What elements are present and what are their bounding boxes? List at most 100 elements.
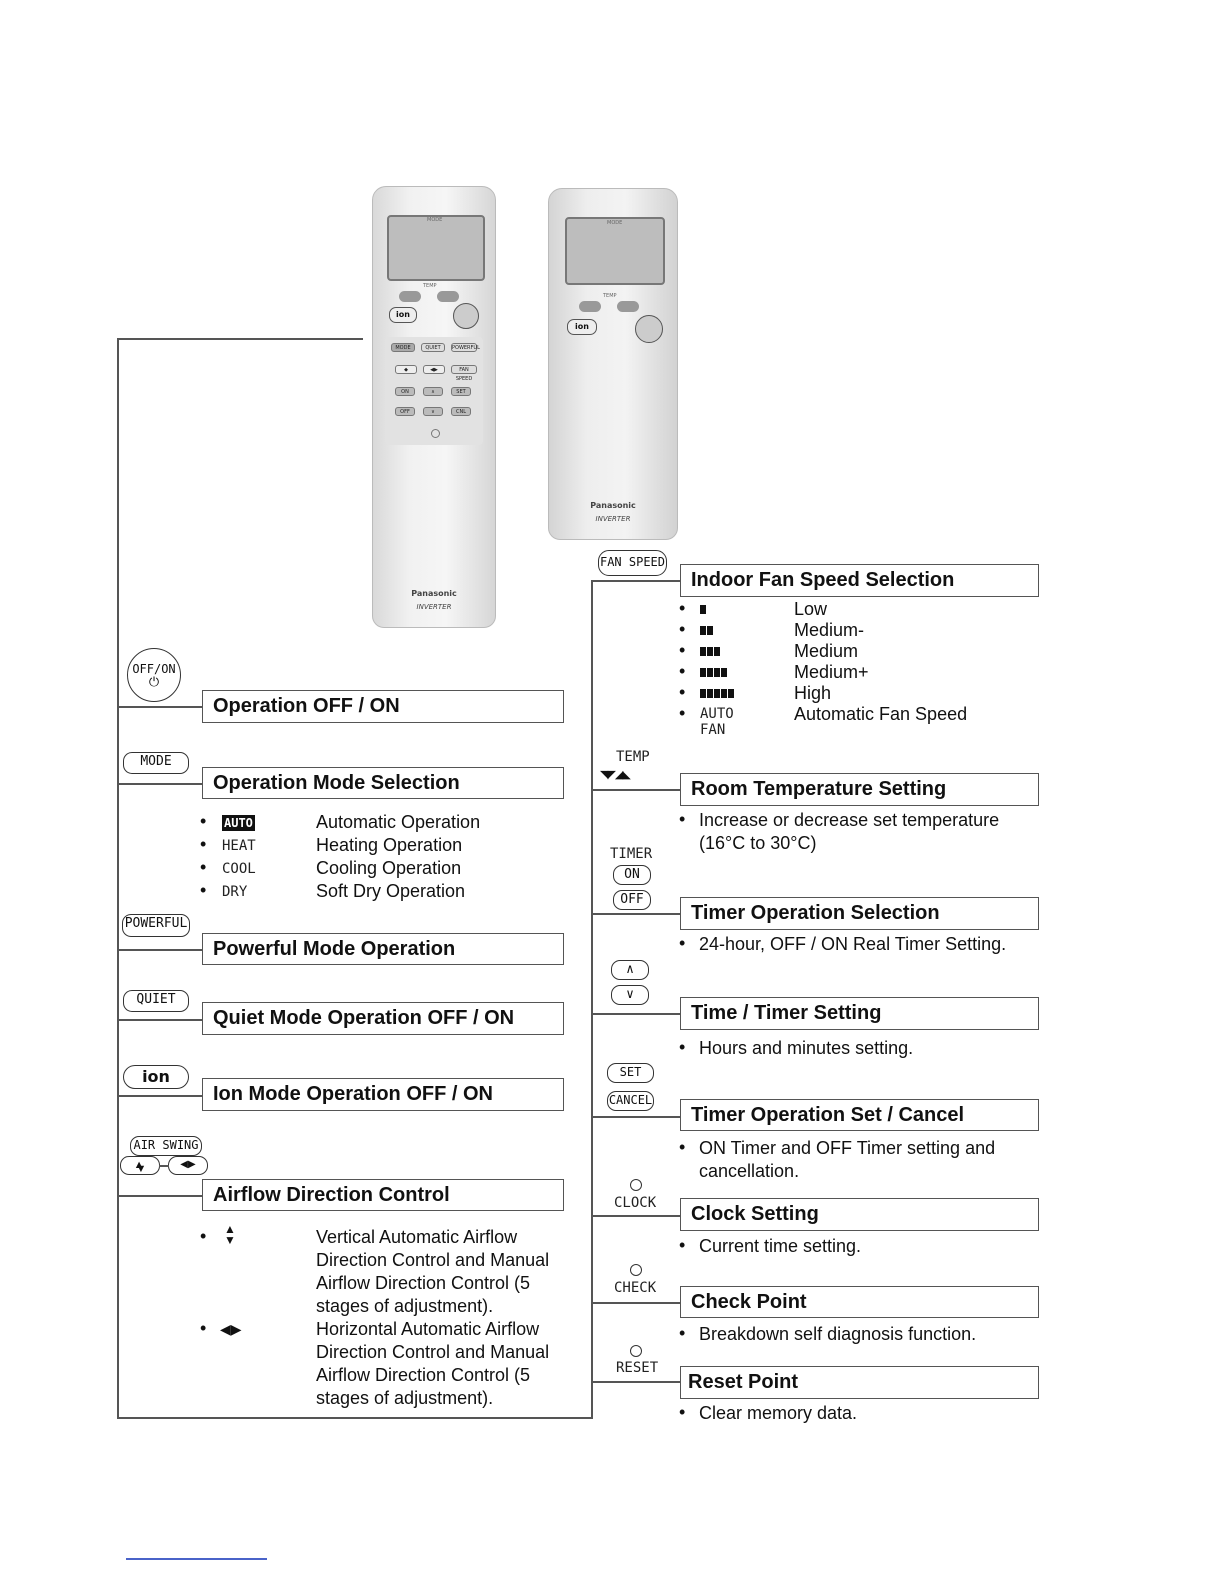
offon-button-icon: OFF/ON ⏻ xyxy=(127,648,181,702)
temp-up-button[interactable] xyxy=(617,301,639,312)
fan-speed-bars-1-icon xyxy=(700,601,707,619)
mode-item-label: Cooling Operation xyxy=(316,858,462,878)
clock-button-icon xyxy=(630,1179,642,1191)
bullet: • xyxy=(200,1318,207,1338)
section-title-airflow: Airflow Direction Control xyxy=(202,1179,564,1211)
bullet: • xyxy=(679,1037,686,1057)
section-title-setcancel: Timer Operation Set / Cancel xyxy=(680,1099,1039,1131)
section-title-timer: Timer Operation Selection xyxy=(680,897,1039,930)
remote-mode-label: MODE xyxy=(607,220,623,226)
section-title-temp: Room Temperature Setting xyxy=(680,773,1039,806)
remote-fanspeed-key[interactable]: FAN SPEED xyxy=(451,365,477,382)
remote-reset-hole[interactable] xyxy=(431,429,440,438)
time-up-button-icon: ∧ xyxy=(611,960,649,980)
setcancel-description: ON Timer and OFF Timer setting and cance… xyxy=(699,1138,996,1181)
remote-swing-v-key[interactable]: ◆ xyxy=(395,365,417,374)
reset-description: Clear memory data. xyxy=(699,1403,858,1423)
timer-label: TIMER xyxy=(610,846,653,862)
remote-timer-on-key[interactable]: ON xyxy=(395,387,415,396)
fan-item-label: Medium- xyxy=(794,620,865,640)
remote-swing-h-key[interactable]: ◀▶ xyxy=(423,365,445,374)
temp-up-button[interactable] xyxy=(437,291,459,302)
connector-line xyxy=(591,1381,681,1383)
bullet: • xyxy=(679,1323,686,1343)
bullet: • xyxy=(679,661,686,681)
horizontal-swing-icon: ◀▶ xyxy=(220,1321,242,1337)
section-title-clock: Clock Setting xyxy=(680,1198,1039,1231)
remote-powerful-key[interactable]: POWERFUL xyxy=(451,343,480,352)
remote-offon-button[interactable] xyxy=(453,303,479,329)
check-description: Breakdown self diagnosis function. xyxy=(699,1324,977,1344)
bullet: • xyxy=(200,1226,207,1246)
remote-time-down-key[interactable]: ∨ xyxy=(423,407,443,416)
air-swing-label-icon: AIR SWING xyxy=(130,1136,202,1156)
section-title-ion: Ion Mode Operation OFF / ON xyxy=(202,1078,564,1111)
auto-mode-tag: AUTO xyxy=(222,815,255,831)
section-title-quiet: Quiet Mode Operation OFF / ON xyxy=(202,1002,564,1035)
timer-description: 24-hour, OFF / ON Real Timer Setting. xyxy=(699,934,1007,954)
connector-line xyxy=(591,580,681,582)
remote-temp-label: TEMP xyxy=(423,283,437,289)
mode-item-label: Heating Operation xyxy=(316,835,463,855)
powerful-button-icon: POWERFUL xyxy=(122,914,190,937)
remote-offon-button[interactable] xyxy=(635,315,663,343)
bullet: • xyxy=(679,933,686,953)
time-down-button-icon: ∨ xyxy=(611,985,649,1005)
remote-time-up-key[interactable]: ∧ xyxy=(423,387,443,396)
temp-button-label: TEMP xyxy=(616,749,650,765)
temp-down-button[interactable] xyxy=(579,301,601,312)
timer-off-button-icon: OFF xyxy=(613,890,651,910)
connector-line xyxy=(591,1116,681,1118)
right-bracket-vertical xyxy=(591,580,593,1418)
bullet: • xyxy=(200,834,207,854)
remote-set-key[interactable]: SET xyxy=(451,387,471,396)
airflow-item-label: Vertical Automatic Airflow Direction Con… xyxy=(316,1227,550,1316)
temp-down-button[interactable] xyxy=(399,291,421,302)
bullet: • xyxy=(679,1235,686,1255)
airflow-item-label: Horizontal Automatic Airflow Direction C… xyxy=(316,1319,550,1408)
fan-speed-bars-5-icon xyxy=(700,685,735,703)
left-bracket-vertical xyxy=(117,338,119,1418)
remote-model: INVERTER xyxy=(595,515,631,523)
fan-item-label: High xyxy=(794,683,832,703)
fan-item-label: Medium+ xyxy=(794,662,869,682)
fan-speed-button-icon: FAN SPEED xyxy=(598,550,667,576)
remote-button-panel: MODE QUIET POWERFUL ◆ ◀▶ FAN SPEED ON ∧ … xyxy=(385,337,483,445)
check-button-label: CHECK xyxy=(614,1280,657,1296)
remote-ion-button[interactable]: ion xyxy=(389,307,417,323)
section-title-fan: Indoor Fan Speed Selection xyxy=(680,564,1039,597)
reset-button-icon xyxy=(630,1345,642,1357)
left-bracket-bottom xyxy=(117,1417,593,1419)
cool-mode-tag: COOL xyxy=(222,861,256,877)
temp-down-up-icon: ◥◤◢◣ xyxy=(600,769,631,781)
section-title-time: Time / Timer Setting xyxy=(680,997,1039,1030)
connector-line xyxy=(159,1165,169,1167)
left-bracket-top xyxy=(117,338,363,340)
remote-cancel-key[interactable]: CNL xyxy=(451,407,471,416)
bullet: • xyxy=(200,811,207,831)
fan-speed-bars-2-icon xyxy=(700,622,714,640)
bullet: • xyxy=(679,682,686,702)
power-symbol-icon: ⏻ xyxy=(148,675,160,690)
clock-button-label: CLOCK xyxy=(614,1195,657,1211)
connector-line xyxy=(591,1215,681,1217)
bullet: • xyxy=(679,703,686,723)
section-title-powerful: Powerful Mode Operation xyxy=(202,933,564,965)
temp-description: Increase or decrease set temperature (16… xyxy=(699,810,1000,853)
dry-mode-tag: DRY xyxy=(222,884,248,900)
bullet: • xyxy=(679,1402,686,1422)
remote-lcd xyxy=(565,217,665,285)
connector-line xyxy=(591,1302,681,1304)
remote-brand: Panasonic xyxy=(411,589,457,598)
remote-timer-off-key[interactable]: OFF xyxy=(395,407,415,416)
timer-on-button-icon: ON xyxy=(613,865,651,885)
fan-item-label: Low xyxy=(794,599,828,619)
remote-mode-key[interactable]: MODE xyxy=(391,343,415,352)
remote-ion-label: ion xyxy=(575,322,589,331)
remote-ion-button[interactable]: ion xyxy=(567,319,597,335)
cancel-button-icon: CANCEL xyxy=(607,1091,654,1111)
fan-speed-bars-3-icon xyxy=(700,643,721,661)
heat-mode-tag: HEAT xyxy=(222,838,256,854)
ion-button-icon: ion xyxy=(123,1065,189,1089)
remote-quiet-key[interactable]: QUIET xyxy=(421,343,445,352)
